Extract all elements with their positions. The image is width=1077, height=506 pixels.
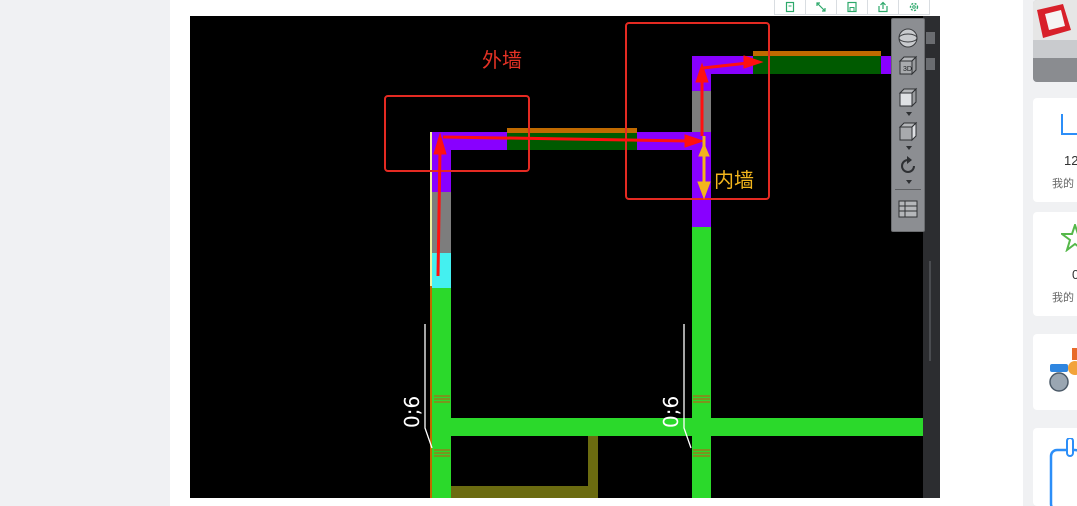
- sidebar-badge-card[interactable]: [1033, 334, 1077, 410]
- stat-value-1: 12: [1064, 153, 1077, 168]
- dropdown-arrow-icon[interactable]: [906, 180, 912, 184]
- upper-right-orange: [753, 51, 881, 56]
- top-wall-orange-line: [507, 128, 637, 133]
- middle-interior-wall: [692, 227, 711, 498]
- sidebar-stat-card-2[interactable]: 0 我的: [1033, 212, 1077, 316]
- cube-side-icon: [898, 121, 918, 142]
- edit-icon: [1061, 114, 1077, 135]
- view-navigation-toolbar: 3D: [891, 18, 925, 232]
- star-icon: [1061, 224, 1077, 252]
- image-toolbar: [774, 0, 930, 15]
- upper-right-dark-green: [753, 56, 883, 74]
- view-side-button[interactable]: [895, 119, 921, 145]
- strip-button-top[interactable]: [926, 32, 935, 44]
- exterior-wall-highlight-box: [384, 95, 530, 172]
- strip-scroll-thumb[interactable]: [929, 261, 931, 361]
- sidebar-stat-card-1[interactable]: 12 我的: [1033, 98, 1077, 202]
- save-icon: [847, 1, 857, 13]
- floorplan-drawing: [384, 22, 923, 498]
- view-front-button[interactable]: [895, 85, 921, 111]
- globe-icon: [898, 28, 918, 48]
- grid-layout-icon: [898, 200, 918, 218]
- dropdown-arrow-icon[interactable]: [906, 112, 912, 116]
- strip-button-second[interactable]: [926, 58, 935, 70]
- top-wall-dark-green: [507, 133, 637, 150]
- wall-cyan-segment: [432, 253, 451, 288]
- cube-3d-icon: [898, 55, 918, 76]
- interior-wall-highlight-box: [625, 22, 770, 200]
- cad-floorplan-image: 外墙 内墙 0;6 0;6 3D: [190, 16, 940, 498]
- red-arrows: [433, 55, 764, 277]
- stat-value-2: 0: [1072, 267, 1077, 282]
- view-3d-button[interactable]: 3D: [895, 53, 921, 79]
- settings-icon: [909, 2, 919, 12]
- yellow-arrows: [697, 136, 711, 200]
- share-icon: [878, 1, 888, 13]
- save-button[interactable]: [836, 0, 868, 15]
- rotate-button[interactable]: [895, 153, 921, 179]
- stat-label-2: 我的: [1052, 292, 1074, 304]
- cad-scroll-strip[interactable]: [923, 16, 940, 498]
- left-exterior-wall: [432, 288, 451, 498]
- inner-partition-horizontal: [444, 486, 594, 498]
- stat-label-1: 我的: [1052, 178, 1074, 190]
- wall-gray-segment: [432, 191, 451, 253]
- sidebar-calendar-card[interactable]: [1033, 428, 1077, 506]
- banner-image: [1033, 0, 1077, 82]
- medal-icon: [1049, 348, 1077, 392]
- globe-button[interactable]: [895, 25, 921, 51]
- right-sidebar: 12 我的 0 我的: [1033, 0, 1077, 506]
- copy-button[interactable]: [774, 0, 806, 15]
- rotate-icon: [901, 156, 915, 173]
- dropdown-arrow-icon[interactable]: [906, 146, 912, 150]
- upper-right-end: [881, 56, 891, 74]
- fullscreen-icon: [816, 2, 826, 12]
- dim-leader-right: [683, 324, 692, 449]
- inner-partition-vertical: [588, 434, 598, 498]
- sidebar-banner[interactable]: [1033, 0, 1077, 82]
- dimension-label-left: 0;6: [400, 395, 424, 428]
- share-button[interactable]: [867, 0, 899, 15]
- dim-leader-left: [424, 324, 433, 449]
- copy-icon: [785, 1, 795, 13]
- fullscreen-button[interactable]: [805, 0, 837, 15]
- toolbar-divider: [895, 189, 921, 190]
- cube-front-icon: [898, 87, 918, 108]
- dimension-label-right: 0;6: [659, 395, 683, 428]
- door-hatch-marks: [434, 395, 710, 457]
- horizontal-green-wall: [432, 418, 923, 436]
- mid-wall-purple: [692, 132, 711, 227]
- settings-button[interactable]: [898, 0, 930, 15]
- calendar-icon: [1049, 438, 1077, 506]
- exterior-wall-label: 外墙: [482, 48, 522, 72]
- view-3d-label: 3D: [903, 66, 912, 73]
- layout-button[interactable]: [895, 196, 921, 222]
- interior-wall-label: 内墙: [714, 168, 754, 192]
